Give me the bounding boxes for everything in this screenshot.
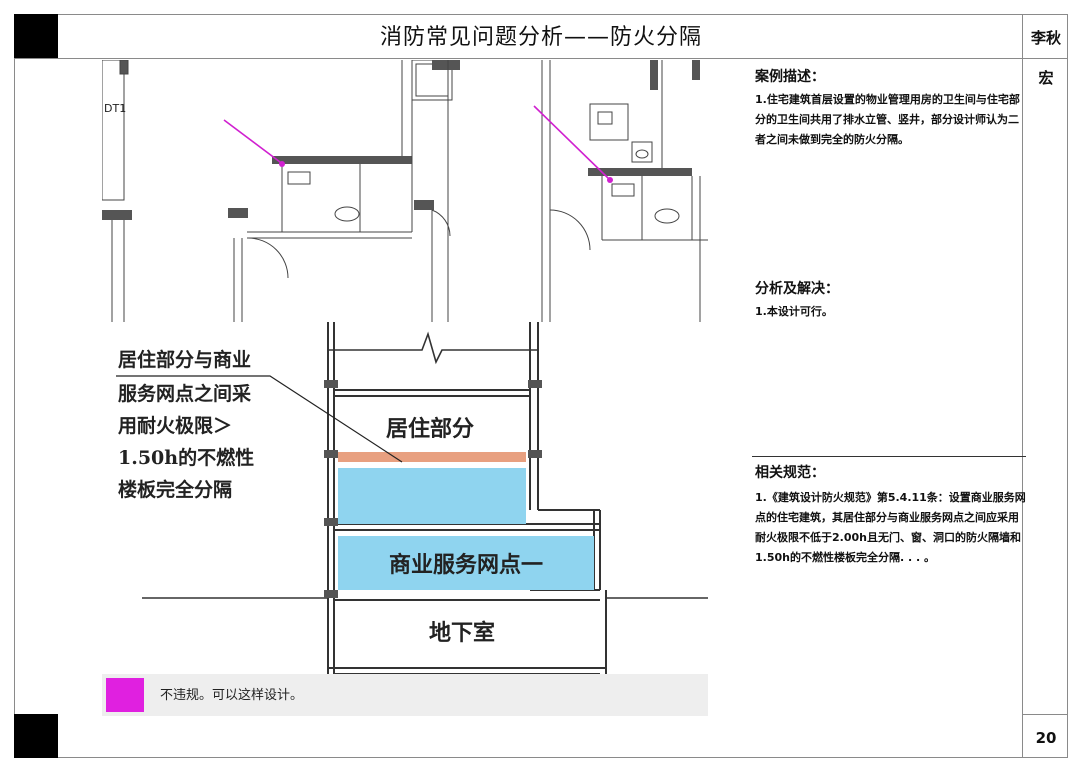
analysis-heading: 分析及解决： [755,281,839,297]
label-commercial: 商业服务网点一 [389,552,543,577]
analysis-body: 1.本设计可行。 [755,305,833,318]
header-rule [14,58,1068,59]
pageno-rule [1022,714,1068,715]
fire-rated-slab [338,452,526,462]
plan-tag-dt1: DT1 [104,102,126,115]
author-name: 李秋宏 [1030,29,1061,87]
label-basement: 地下室 [429,620,495,645]
legend-swatch [106,678,144,712]
callout-line-5: 楼板完全分隔 [118,478,232,501]
floor-plan-left [102,60,460,322]
page-number: 20 [1035,729,1057,747]
case-heading: 案例描述： [755,69,825,85]
page-title: 消防常见问题分析——防火分隔 [379,25,702,50]
callout-line-1: 居住部分与商业 [118,348,251,371]
page-frame [14,14,1068,758]
author-divider [1022,14,1023,758]
code-heading: 相关规范： [755,465,825,481]
callout-text: 居住部分与商业 服务网点之间采 用耐火极限＞ 1.50h的不燃性 楼板完全分隔 [118,348,254,501]
corner-block-top [14,14,58,58]
floor-plan-and-section-diagram: DT1 [102,60,708,700]
callout-line-3: 用耐火极限＞ [118,414,232,437]
label-residential: 居住部分 [386,416,474,441]
legend-text: 不违规。可以这样设计。 [160,688,304,703]
residential-lower-fill [338,468,526,524]
legend-bar [102,674,708,716]
fire-separation-figure: DT1 [102,60,708,716]
code-rule [752,456,1026,457]
floor-plan-right [541,60,708,322]
commercial-fill [338,536,594,590]
code-body: 1.《建筑设计防火规范》第5.4.11条：设置商业服务网点的住宅建筑，其居住部分… [755,491,1026,564]
case-body: 1.住宅建筑首层设置的物业管理用房的卫生间与住宅部分的卫生间共用了排水立管、竖井… [755,93,1020,146]
callout-line-2: 服务网点之间采 [118,382,251,405]
callout-line-4: 1.50h的不燃性 [118,446,254,469]
corner-block-bottom [14,714,58,758]
